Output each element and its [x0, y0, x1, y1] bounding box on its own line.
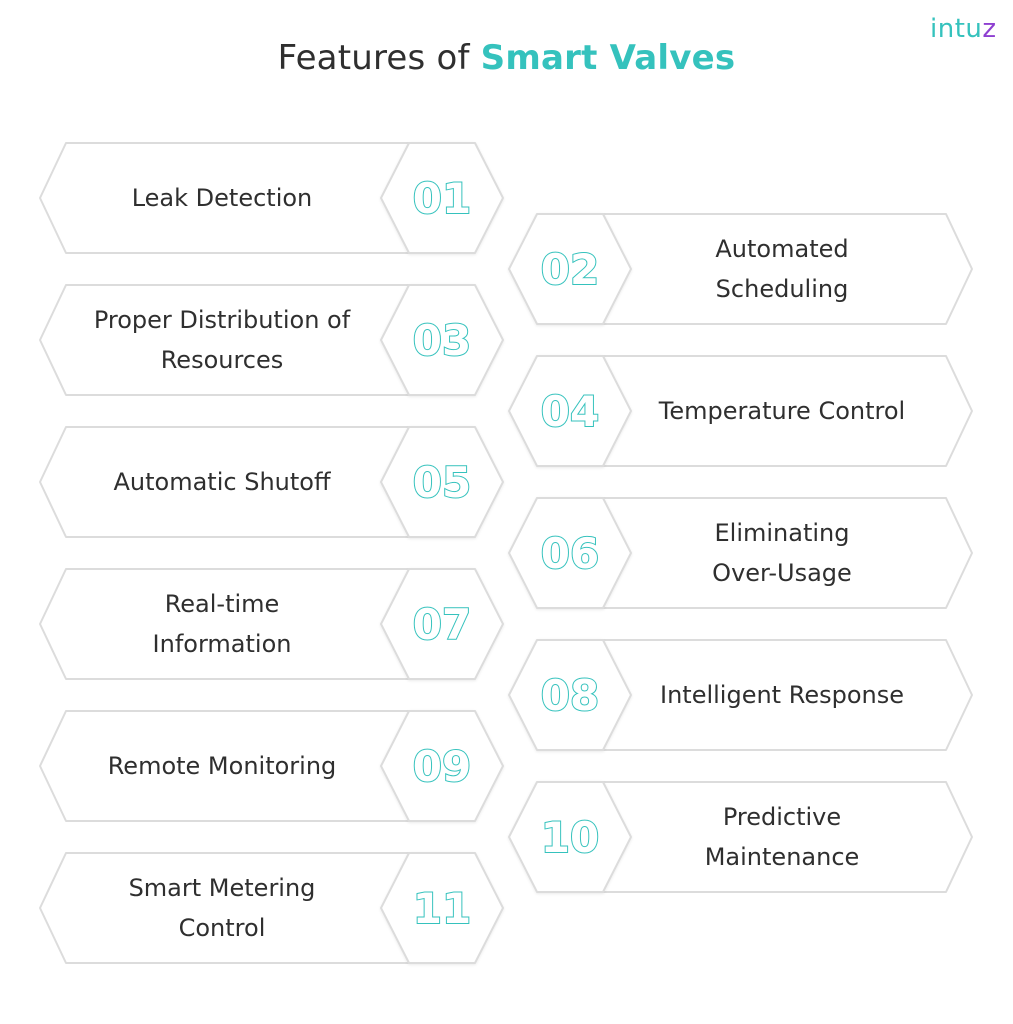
feature-number: 08: [541, 671, 599, 720]
feature-card: 03 Proper Distribution of Resources: [39, 284, 504, 396]
feature-number-hexagon: [380, 426, 504, 538]
feature-label: Remote Monitoring: [108, 752, 337, 780]
feature-label: Leak Detection: [132, 184, 313, 212]
feature-label: Scheduling: [716, 275, 849, 303]
feature-number-hexagon: [380, 142, 504, 254]
feature-label: Eliminating: [715, 519, 850, 547]
feature-number: 06: [541, 529, 599, 578]
title-prefix: Features of: [277, 38, 470, 78]
intuz-logo: intuz: [930, 14, 997, 44]
feature-number-hexagon: [508, 355, 632, 467]
feature-label: Resources: [161, 346, 284, 374]
feature-label: Automatic Shutoff: [114, 468, 331, 496]
feature-card-shape: [39, 426, 453, 538]
title-accent: Smart Valves: [480, 38, 736, 78]
feature-card-shape: [39, 852, 453, 964]
page-title: Features of Smart Valves: [0, 38, 1013, 78]
feature-number-hexagon: [508, 213, 632, 325]
feature-number: 07: [413, 600, 471, 649]
feature-number: 09: [413, 742, 471, 791]
feature-label: Control: [179, 914, 266, 942]
feature-number: 02: [541, 245, 599, 294]
feature-label: Maintenance: [705, 843, 860, 871]
feature-number-hexagon: [380, 710, 504, 822]
feature-label: Smart Metering: [129, 874, 316, 902]
feature-card-shape: [39, 710, 453, 822]
feature-label: Information: [153, 630, 292, 658]
feature-label: Temperature Control: [658, 397, 905, 425]
feature-label: Proper Distribution of: [94, 306, 351, 334]
feature-number-hexagon: [508, 497, 632, 609]
feature-number: 11: [413, 884, 471, 933]
logo-main: intu: [930, 14, 983, 44]
feature-card: 05 Automatic Shutoff: [39, 426, 504, 538]
feature-label: Over-Usage: [712, 559, 852, 587]
feature-label: Predictive: [723, 803, 841, 831]
feature-label: Intelligent Response: [660, 681, 904, 709]
feature-number-hexagon: [508, 781, 632, 893]
feature-label: Real-time: [165, 590, 280, 618]
feature-number: 05: [413, 458, 471, 507]
feature-number: 10: [541, 813, 599, 862]
feature-card-shape: [39, 568, 453, 680]
feature-card: 04 Temperature Control: [508, 355, 973, 467]
feature-card: 01 Leak Detection: [39, 142, 504, 254]
feature-number: 03: [413, 316, 471, 365]
feature-card-shape: [39, 284, 453, 396]
feature-number: 01: [413, 174, 471, 223]
feature-number-hexagon: [380, 284, 504, 396]
feature-card: 08 Intelligent Response: [508, 639, 973, 751]
feature-number-hexagon: [508, 639, 632, 751]
feature-number-hexagon: [380, 852, 504, 964]
logo-tail: z: [982, 14, 997, 44]
feature-number: 04: [541, 387, 599, 436]
feature-card: 09 Remote Monitoring: [39, 710, 504, 822]
feature-label: Automated: [715, 235, 848, 263]
feature-number-hexagon: [380, 568, 504, 680]
feature-card-shape: [39, 142, 453, 254]
